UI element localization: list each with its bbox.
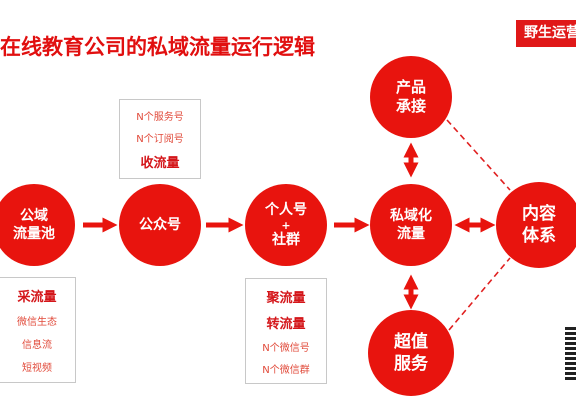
node-value-service: 超值 服务 — [368, 310, 454, 396]
box-gather-item: N个微信群 — [262, 364, 310, 376]
box-gather-title: 聚流量 — [266, 290, 306, 306]
node-personal-group-line1: 个人号 — [265, 202, 307, 219]
node-product-undertake-line2: 承接 — [395, 97, 426, 115]
box-gather-traffic: 聚流量 转流量 N个微信号 N个微信群 — [245, 278, 327, 384]
box-gather-item: N个微信号 — [262, 342, 310, 354]
qr-code-icon — [565, 325, 576, 380]
node-private-traffic-line1: 私域化 — [390, 207, 432, 224]
node-content-system-line2: 体系 — [522, 226, 556, 246]
node-official-account: 公众号 — [119, 184, 201, 266]
box-receive-traffic: N个服务号 N个订阅号 收流量 — [119, 99, 201, 179]
node-public-pool-line1: 公域 — [20, 207, 48, 224]
node-public-pool: 公域 流量池 — [0, 184, 75, 266]
box-collect-item: 信息流 — [22, 340, 52, 351]
box-gather-subtitle: 转流量 — [266, 316, 306, 332]
node-private-traffic-line2: 流量 — [397, 226, 425, 242]
dash-service-content — [448, 257, 511, 331]
node-content-system: 内容 体系 — [496, 182, 576, 268]
brand-logo: 野生运营 — [516, 20, 576, 47]
node-personal-group-line3: 社群 — [272, 231, 300, 248]
box-collect-traffic: 采流量 微信生态 信息流 短视频 — [0, 277, 76, 383]
box-receive-item: N个服务号 — [136, 111, 184, 123]
node-value-service-line1: 超值 — [394, 331, 428, 352]
node-personal-group-line2: + — [281, 218, 291, 232]
node-public-pool-line2: 流量池 — [13, 226, 55, 242]
box-receive-item: N个订阅号 — [136, 133, 184, 145]
node-personal-group: 个人号 + 社群 — [245, 184, 327, 266]
page-title: 在线教育公司的私域流量运行逻辑 — [0, 35, 315, 59]
node-product-undertake-line1: 产品 — [395, 77, 426, 96]
box-collect-title: 采流量 — [17, 290, 57, 305]
node-value-service-line2: 服务 — [394, 354, 428, 374]
box-collect-item: 微信生态 — [17, 317, 57, 328]
dash-product-content — [446, 119, 511, 191]
box-collect-item: 短视频 — [22, 363, 52, 374]
box-receive-title: 收流量 — [140, 155, 180, 171]
node-product-undertake: 产品 承接 — [370, 56, 452, 138]
node-official-account-line1: 公众号 — [139, 216, 181, 233]
node-content-system-line1: 内容 — [522, 203, 556, 224]
node-private-traffic: 私域化 流量 — [370, 184, 452, 266]
